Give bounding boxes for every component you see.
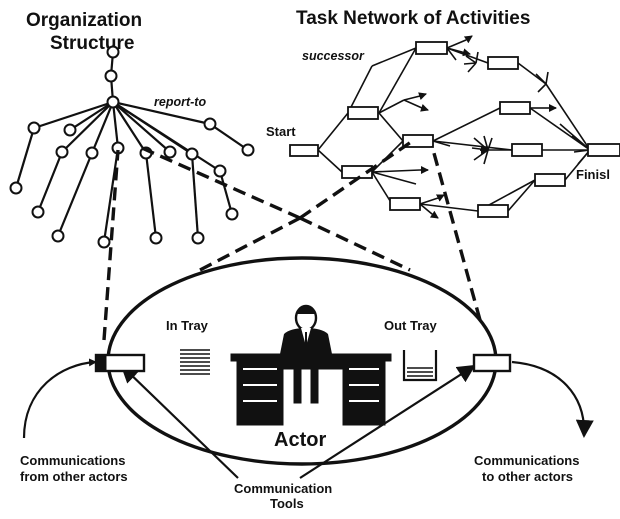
- org-node: [85, 146, 99, 160]
- outgoing-port-box: [472, 353, 512, 373]
- actor-label: Actor: [274, 429, 326, 451]
- task-box: [499, 101, 531, 115]
- in-tray-label: In Tray: [166, 318, 209, 333]
- org-node: [27, 121, 41, 135]
- org-node: [9, 181, 23, 195]
- communications-to-line2: to other actors: [482, 469, 573, 484]
- org-node: [31, 205, 45, 219]
- out-tray-label: Out Tray: [384, 318, 438, 333]
- org-node: [241, 143, 255, 157]
- communications-from-line1: Communications: [20, 453, 125, 468]
- org-node: [213, 164, 227, 178]
- org-node: [104, 69, 118, 83]
- task-box-start: [289, 144, 319, 157]
- desk-icon: [230, 353, 392, 426]
- org-node: [51, 229, 65, 243]
- tool-arrow-left: [120, 364, 239, 479]
- org-node: [225, 207, 239, 221]
- finish-label: Finisl: [576, 167, 610, 182]
- task-starburst-cluster: [463, 51, 549, 165]
- in-tray-icon: [180, 349, 210, 375]
- successor-label: successor: [302, 49, 365, 63]
- org-node-root: [106, 45, 120, 59]
- actor-person-icon: [280, 304, 332, 354]
- start-label: Start: [266, 124, 296, 139]
- org-node: [185, 147, 199, 161]
- communication-tools-line1: Communication: [234, 481, 332, 496]
- task-box-finish: [587, 143, 620, 157]
- org-node: [97, 235, 111, 249]
- org-structure-title-line1: Organization: [26, 10, 142, 31]
- org-node: [63, 123, 77, 137]
- task-network: [289, 35, 620, 219]
- task-box: [487, 56, 519, 70]
- org-node: [55, 145, 69, 159]
- org-hub-node: [106, 95, 120, 109]
- report-to-label: report-to: [154, 95, 206, 109]
- org-node: [203, 117, 217, 131]
- org-node: [163, 145, 177, 159]
- outgoing-communication-arrow: [511, 360, 594, 438]
- task-box: [415, 41, 448, 55]
- communication-tools-line2: Tools: [270, 496, 304, 511]
- org-node: [149, 231, 163, 245]
- dashed-connections: [102, 138, 482, 341]
- org-node: [191, 231, 205, 245]
- task-box: [389, 197, 421, 211]
- out-tray-icon: [402, 350, 438, 382]
- task-box: [347, 106, 379, 120]
- task-network-title: Task Network of Activities: [296, 8, 530, 29]
- communications-from-line2: from other actors: [20, 469, 128, 484]
- incoming-communication-arrow: [22, 358, 97, 439]
- task-box: [511, 143, 543, 157]
- task-box: [534, 173, 566, 187]
- task-box: [477, 204, 509, 218]
- org-tree: [9, 45, 255, 249]
- communications-to-line1: Communications: [474, 453, 579, 468]
- tool-arrow-right: [299, 364, 476, 479]
- org-structure-title-line2: Structure: [50, 33, 134, 54]
- incoming-port-fill: [95, 354, 107, 372]
